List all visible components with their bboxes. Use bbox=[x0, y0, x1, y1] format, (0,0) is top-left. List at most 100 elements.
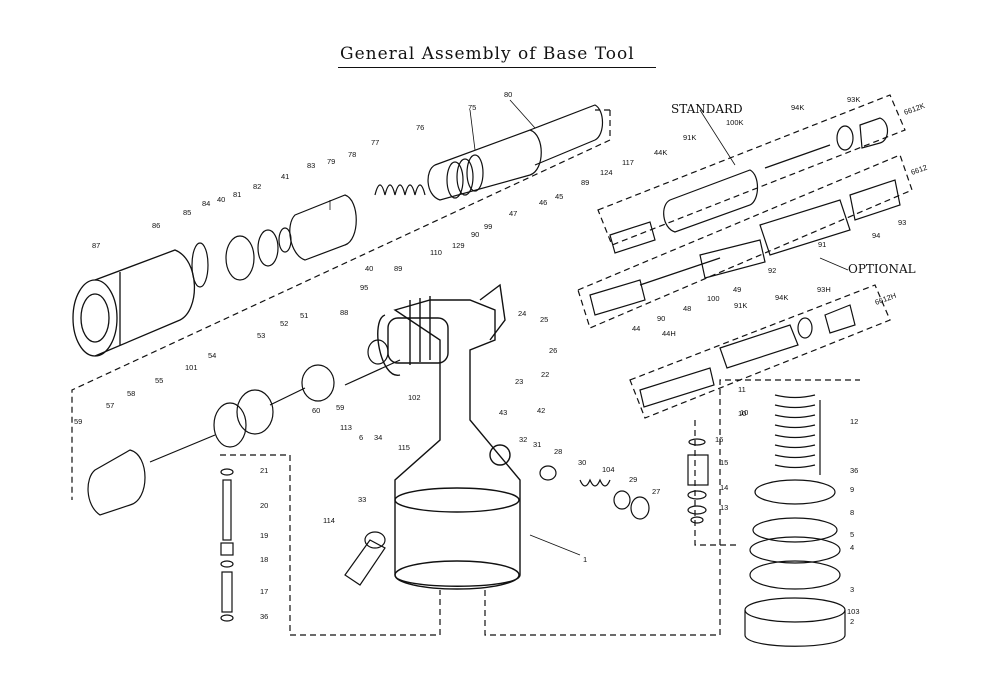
part-number-label: 46 bbox=[539, 198, 547, 207]
part-number-label: 51 bbox=[300, 311, 308, 320]
part-number-label: 114 bbox=[323, 516, 335, 525]
pin-assembly bbox=[220, 468, 234, 622]
upper-rings bbox=[191, 194, 357, 288]
part-number-label: 94K bbox=[791, 103, 804, 112]
part-number-label: 53 bbox=[257, 331, 265, 340]
lower-connection-lines bbox=[220, 379, 860, 636]
part-number-label: 76 bbox=[416, 123, 424, 132]
part-number-label: 86 bbox=[152, 221, 160, 230]
part-number-label: 91 bbox=[818, 240, 826, 249]
part-number-label: 18 bbox=[260, 555, 268, 564]
part-number-label: 59 bbox=[74, 417, 82, 426]
part-number-label: 4 bbox=[850, 543, 854, 552]
part-number-label: 90 bbox=[657, 314, 665, 323]
part-number-label: 102 bbox=[408, 393, 421, 402]
part-number-label: 28 bbox=[554, 447, 562, 456]
part-number-label: 15 bbox=[720, 458, 728, 467]
valve-parts bbox=[539, 465, 650, 520]
label-kit-6612: 6612 bbox=[910, 163, 929, 177]
part-number-label: 13 bbox=[720, 503, 728, 512]
part-number-label: 31 bbox=[533, 440, 541, 449]
part-number-label: 89 bbox=[581, 178, 589, 187]
part-number-label: 44H bbox=[662, 329, 676, 338]
part-number-label: 91K bbox=[734, 301, 747, 310]
middle-stack bbox=[687, 438, 709, 524]
part-number-label: 20 bbox=[260, 501, 268, 510]
part-number-label: 6 bbox=[359, 433, 363, 442]
part-number-label: 79 bbox=[327, 157, 335, 166]
part-number-label: 5 bbox=[850, 530, 854, 539]
part-number-label: 25 bbox=[540, 315, 548, 324]
part-number-label: 117 bbox=[622, 158, 634, 167]
part-number-label: 19 bbox=[260, 531, 268, 540]
part-number-label: 104 bbox=[602, 465, 615, 474]
part-number-label: 21 bbox=[260, 466, 268, 475]
part-number-label: 57 bbox=[106, 401, 114, 410]
part-number-label: 3 bbox=[850, 585, 854, 594]
part-number-label: 27 bbox=[652, 487, 660, 496]
part-number-label: 47 bbox=[509, 209, 517, 218]
part-number-label: 100 bbox=[707, 294, 720, 303]
part-number-label: 75 bbox=[468, 103, 476, 112]
kit-outline-6612 bbox=[577, 154, 913, 329]
part-number-label: 81 bbox=[233, 190, 241, 199]
part-number-label: 89 bbox=[394, 264, 402, 273]
part-number-label: 41 bbox=[281, 172, 289, 181]
right-stack bbox=[744, 394, 846, 647]
part-number-label: 44 bbox=[632, 324, 640, 333]
part-number-label: 32 bbox=[519, 435, 527, 444]
part-number-label: 94K bbox=[775, 293, 788, 302]
part-number-label: 103 bbox=[847, 607, 860, 616]
part-number-label: 2 bbox=[850, 617, 854, 626]
part-number-label: 24 bbox=[518, 309, 526, 318]
part-number-label: 113 bbox=[340, 423, 352, 432]
part-number-label: 55 bbox=[155, 376, 163, 385]
part-87-cylinder bbox=[72, 249, 196, 357]
part-number-label: 11 bbox=[738, 385, 746, 394]
kit-outline-6612h bbox=[629, 284, 891, 419]
left-lower-assembly bbox=[87, 339, 401, 516]
part-number-label: 29 bbox=[629, 475, 637, 484]
part-number-label: 94 bbox=[872, 231, 880, 240]
part-number-label: 10 bbox=[740, 408, 748, 417]
kit-outline-6612k bbox=[597, 94, 906, 246]
title-underline bbox=[338, 67, 656, 68]
part-number-label: 93 bbox=[898, 218, 906, 227]
part-number-label: 10 bbox=[738, 409, 746, 418]
label-optional: OPTIONAL bbox=[848, 262, 916, 276]
part-number-label: 60 bbox=[312, 406, 320, 415]
part-number-label: 14 bbox=[720, 483, 728, 492]
part-number-label: 1 bbox=[583, 555, 587, 564]
leader-lines bbox=[329, 99, 849, 556]
part-number-label: 83 bbox=[307, 161, 315, 170]
part-number-label: 91K bbox=[683, 133, 696, 142]
part-number-label: 78 bbox=[348, 150, 356, 159]
part-number-label: 85 bbox=[183, 208, 191, 217]
part-number-label: 93K bbox=[847, 95, 860, 104]
kit-6612k-parts bbox=[609, 117, 889, 254]
upper-spring-and-cylinder bbox=[374, 104, 604, 201]
kit-6612-parts bbox=[589, 179, 901, 316]
part-number-label: 101 bbox=[185, 363, 198, 372]
tool-body bbox=[377, 283, 521, 590]
part-number-label: 30 bbox=[578, 458, 586, 467]
part-number-label: 84 bbox=[202, 199, 210, 208]
part-number-label: 48 bbox=[683, 304, 691, 313]
part-number-label: 36 bbox=[260, 612, 268, 621]
part-number-label: 52 bbox=[280, 319, 288, 328]
part-number-label: 40 bbox=[217, 195, 225, 204]
part-number-label: 22 bbox=[541, 370, 549, 379]
part-number-label: 44K bbox=[654, 148, 667, 157]
air-fitting bbox=[344, 531, 386, 586]
upper-group-outline bbox=[71, 109, 611, 500]
part-number-label: 49 bbox=[733, 285, 741, 294]
part-number-label: 99 bbox=[484, 222, 492, 231]
part-number-label: 88 bbox=[340, 308, 348, 317]
part-number-label: 43 bbox=[499, 408, 507, 417]
label-standard: STANDARD bbox=[671, 102, 743, 116]
part-number-label: 87 bbox=[92, 241, 100, 250]
part-number-label: 54 bbox=[208, 351, 216, 360]
part-number-label: 115 bbox=[398, 443, 410, 452]
